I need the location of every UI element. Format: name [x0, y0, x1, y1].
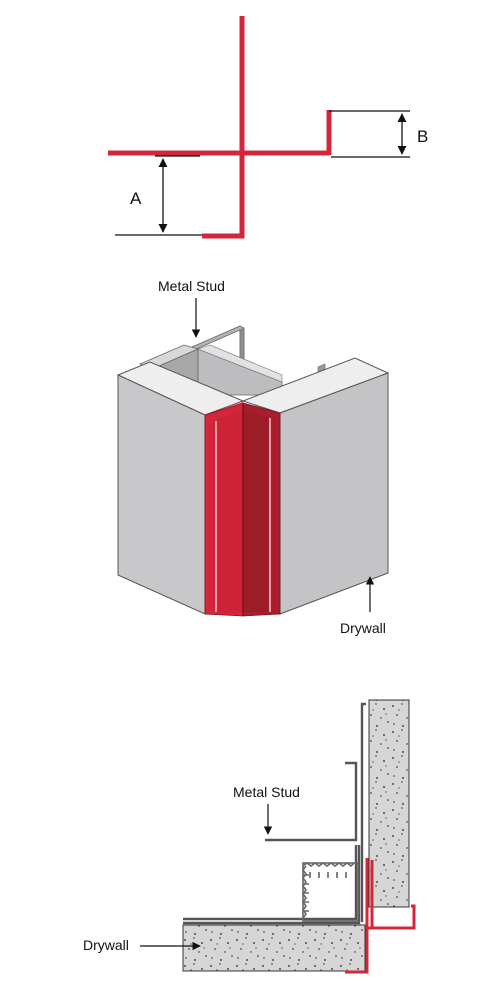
drywall-label-iso: Drywall	[340, 620, 386, 636]
isometric-corner: Metal Stud Drywall	[116, 278, 390, 636]
corner-bead-section	[345, 858, 416, 974]
mesh-coil-section	[302, 862, 359, 922]
metal-stud-label-section: Metal Stud	[233, 784, 300, 800]
profile-diagram: A B	[108, 16, 428, 239]
corner-bead-iso	[204, 400, 281, 617]
dimension-lines	[115, 110, 410, 236]
section-view: Metal Stud Drywall	[83, 699, 416, 974]
drywall-horizontal-section	[182, 924, 366, 972]
metal-stud-label-iso: Metal Stud	[158, 278, 225, 294]
dimension-b-label: B	[417, 127, 428, 146]
corner-bead-profile	[108, 16, 332, 239]
metal-stud-section	[183, 702, 366, 925]
drywall-label-section: Drywall	[83, 937, 129, 953]
dimension-a-label: A	[130, 189, 142, 208]
drywall-vertical-section	[368, 699, 410, 908]
